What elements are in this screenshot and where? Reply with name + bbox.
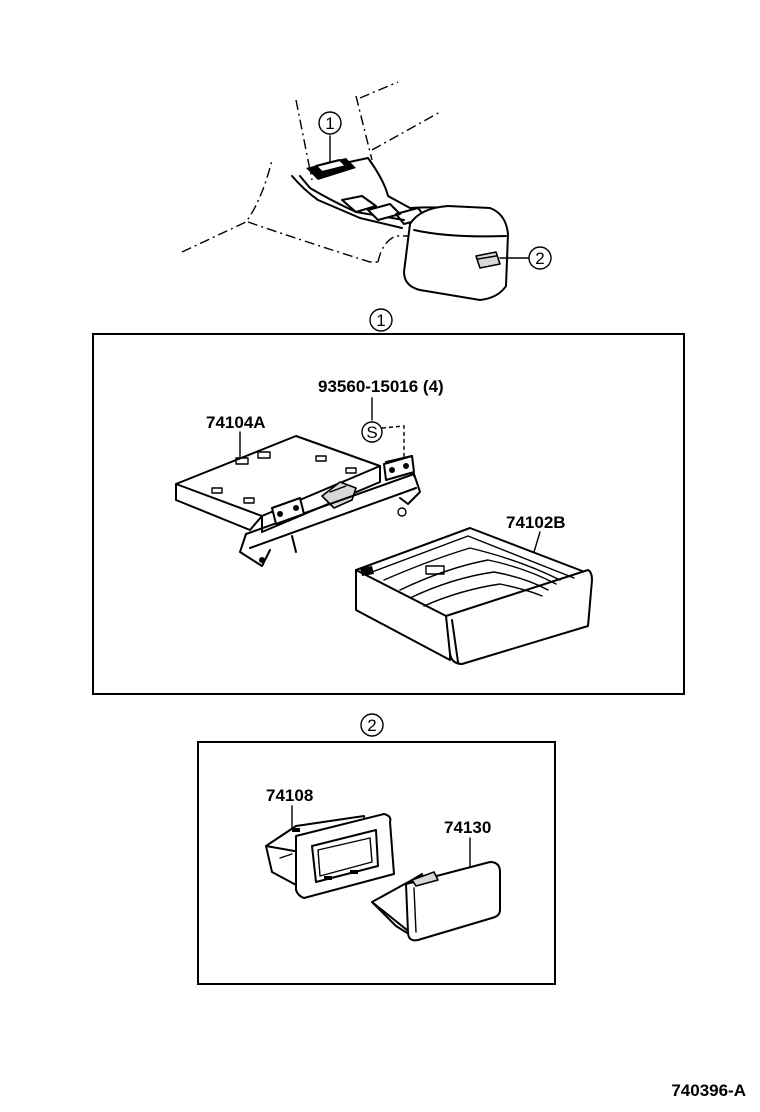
drawer-74102b [355, 527, 593, 665]
bolt-part-number: 93560-15016 (4) [318, 377, 444, 396]
ashtray-part-number: 74130 [444, 818, 491, 837]
svg-text:1: 1 [325, 114, 334, 133]
callout-one: 1 [318, 111, 342, 135]
housing-74108 [265, 813, 395, 899]
bolt-symbol: S [361, 421, 383, 443]
svg-text:2: 2 [367, 716, 376, 735]
section-one-marker: 1 [369, 308, 393, 332]
drawer-part-number: 74102B [506, 513, 566, 532]
svg-text:2: 2 [535, 249, 544, 268]
console-overview [181, 81, 529, 301]
figure-code: 740396-A [671, 1081, 746, 1100]
section-two-marker: 2 [360, 713, 384, 737]
section-one-frame [92, 333, 685, 695]
bracket-74104a [175, 435, 421, 567]
bracket-part-number: 74104A [206, 413, 266, 432]
svg-text:1: 1 [376, 311, 385, 330]
ashtray-74130 [371, 861, 501, 942]
housing-part-number: 74108 [266, 786, 313, 805]
section-two-frame [197, 741, 556, 985]
callout-two: 2 [528, 246, 552, 270]
svg-text:S: S [366, 423, 377, 442]
